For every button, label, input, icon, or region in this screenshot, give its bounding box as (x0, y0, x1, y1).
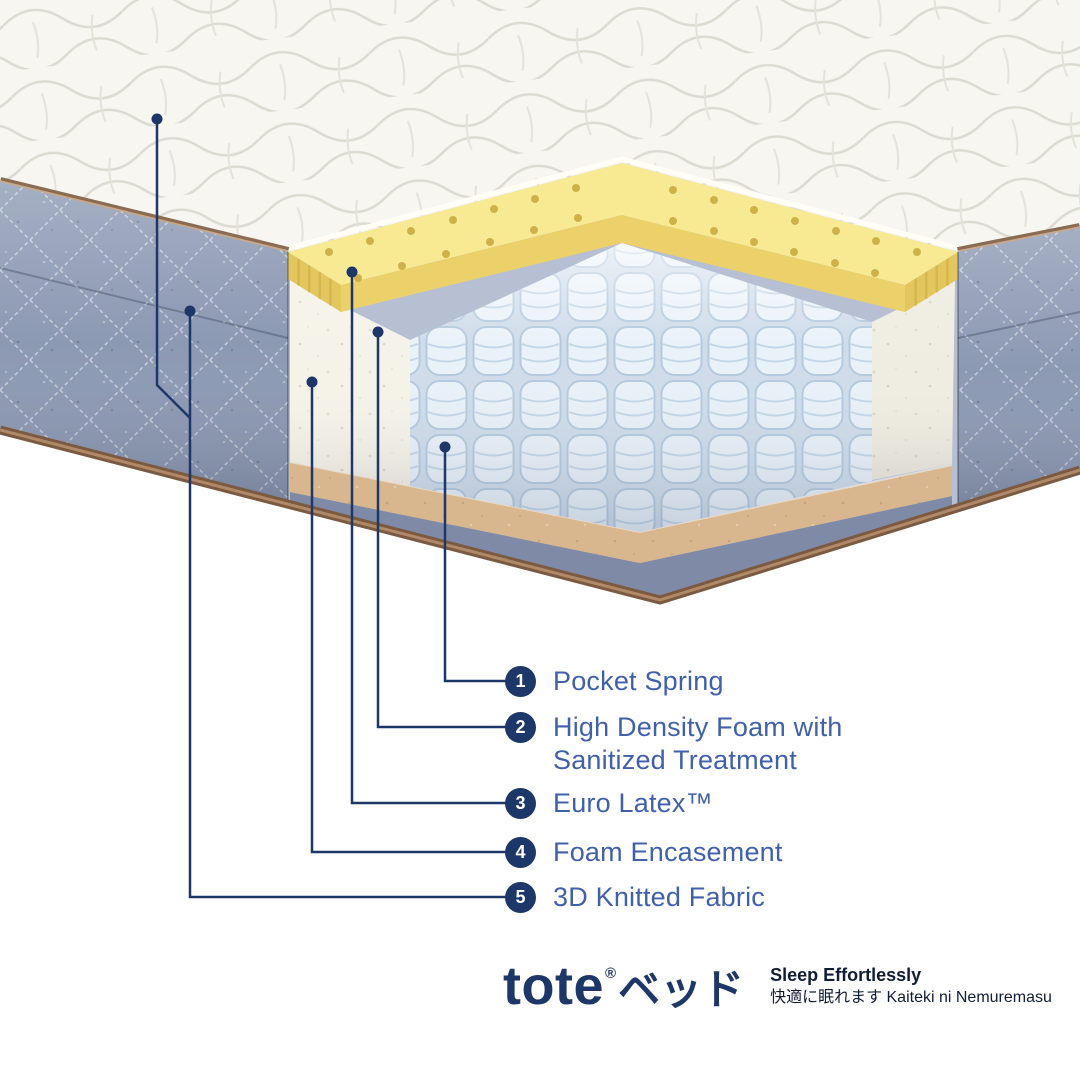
leader-line-5 (188, 311, 506, 899)
leader-line-4 (310, 382, 506, 854)
brand-logo-latin: tote (503, 956, 604, 1016)
euro-latex-layer (287, 156, 959, 312)
pointer-dot-5 (184, 305, 196, 317)
pointer-dot-2 (372, 326, 384, 338)
pointer-dot-5b (151, 113, 163, 125)
bottom-tape-edge (0, 425, 1080, 605)
leader-line-1 (443, 447, 506, 683)
leader-line-3 (350, 272, 506, 805)
number-badge-2: 2 (505, 712, 536, 743)
registered-mark: ® (604, 965, 617, 982)
layer-label-4: 4 Foam Encasement (505, 836, 783, 869)
layer-label-3: 3 Euro Latex™ (505, 787, 713, 820)
number-badge-3: 3 (505, 788, 536, 819)
tagline-japanese: 快適に眠れます Kaiteki ni Nemuremasu (770, 989, 1052, 1006)
number-badge-5: 5 (505, 882, 536, 913)
layer-label-text-1: Pocket Spring (553, 666, 724, 696)
pointer-dot-3 (346, 266, 358, 278)
leader-lines (155, 119, 506, 899)
brand-tagline: Sleep Effortlessly 快適に眠れます Kaiteki ni Ne… (770, 963, 1052, 1009)
layer-label-text-3: Euro Latex™ (553, 788, 713, 818)
number-badge-4: 4 (505, 837, 536, 868)
number-badge-1: 1 (505, 666, 536, 697)
layer-label-5: 5 3D Knitted Fabric (505, 881, 765, 914)
side-knitted-fabric (0, 182, 1080, 510)
tagline-english: Sleep Effortlessly (770, 965, 922, 985)
layer-label-text-5: 3D Knitted Fabric (553, 882, 765, 912)
pointer-dot-4 (306, 376, 318, 388)
pointer-dot-1 (439, 441, 451, 453)
layer-label-1: 1 Pocket Spring (505, 665, 724, 698)
layer-label-text-4: Foam Encasement (553, 837, 783, 867)
brand-logo-japanese: ベッド (618, 966, 745, 1013)
leader-line-2 (376, 332, 506, 729)
pointer-dots (151, 113, 451, 453)
latex-air-holes (325, 184, 921, 282)
top-knitted-fabric (0, 0, 1080, 252)
layer-label-text-2: High Density Foam with Sanitized Treatme… (553, 712, 843, 775)
brand-footer: tote ® ベッド Sleep Effortlessly 快適に眠れます Ka… (503, 955, 1052, 1017)
brand-logo: tote ® ベッド (503, 955, 744, 1017)
layer-label-2: 2 High Density Foam with Sanitized Treat… (505, 711, 878, 777)
leader-line-5-branch (155, 119, 191, 419)
